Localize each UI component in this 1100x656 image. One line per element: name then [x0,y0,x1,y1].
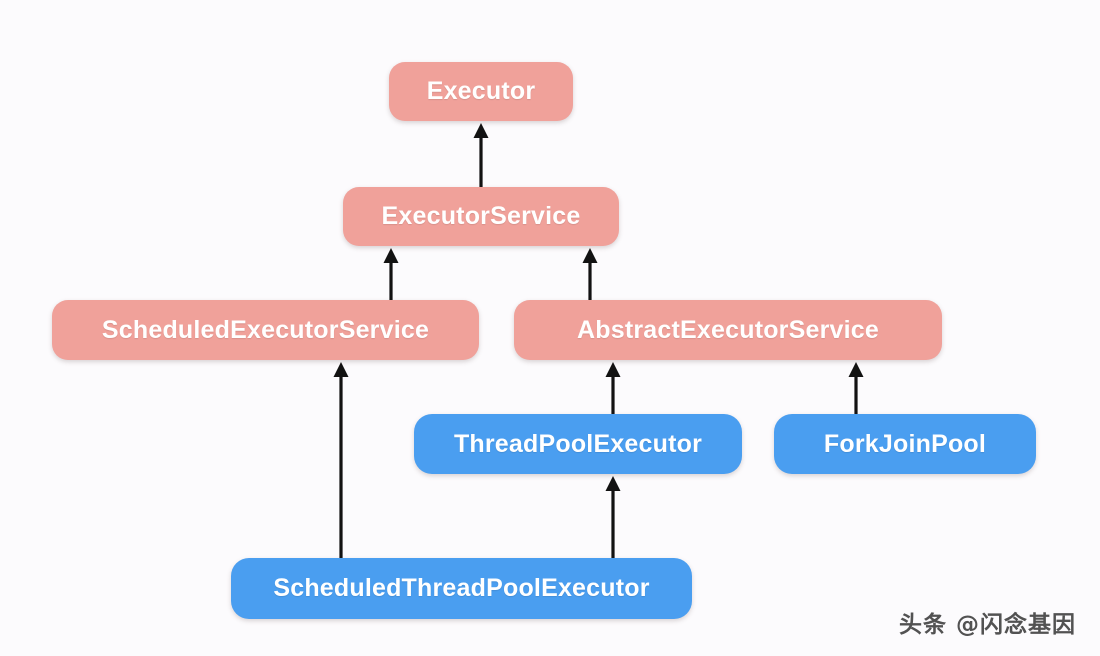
inheritance-arrow-edge-executorservice-to-executor [473,123,489,187]
class-node-executor-service[interactable]: ExecutorService [343,187,619,246]
inheritance-arrow-edge-scheduledthreadpoolexecutor-to-threadpoolexecutor [605,476,621,558]
class-node-label: AbstractExecutorService [577,315,879,344]
class-node-fork-join-pool[interactable]: ForkJoinPool [774,414,1036,474]
class-node-scheduled-thread-pool-executor[interactable]: ScheduledThreadPoolExecutor [231,558,692,619]
inheritance-arrow-edge-abstractexecutorservice-to-executorservice [582,248,598,300]
class-node-executor[interactable]: Executor [389,62,573,121]
inheritance-arrow-edge-threadpoolexecutor-to-abstractexecutorservice [605,362,621,414]
class-node-label: ScheduledExecutorService [101,315,430,344]
watermark-text: 头条 @闪念基因 [898,612,1076,638]
class-node-thread-pool-executor[interactable]: ThreadPoolExecutor [414,414,742,474]
class-node-abstract-executor-service[interactable]: AbstractExecutorService [514,300,942,360]
class-node-label: Executor [426,77,536,105]
class-node-scheduled-executor-service[interactable]: ScheduledExecutorService [52,300,479,360]
class-node-label: ExecutorService [381,202,581,230]
class-node-label: ForkJoinPool [823,429,987,458]
inheritance-arrow-edge-scheduledexecutorservice-to-executorservice [383,248,399,300]
class-node-label: ThreadPoolExecutor [453,429,703,458]
inheritance-arrow-edge-forkjoinpool-to-abstractexecutorservice [848,362,864,414]
class-node-label: ScheduledThreadPoolExecutor [273,574,650,602]
inheritance-arrow-edge-scheduledthreadpoolexecutor-to-scheduledexecutorservice [333,362,349,558]
